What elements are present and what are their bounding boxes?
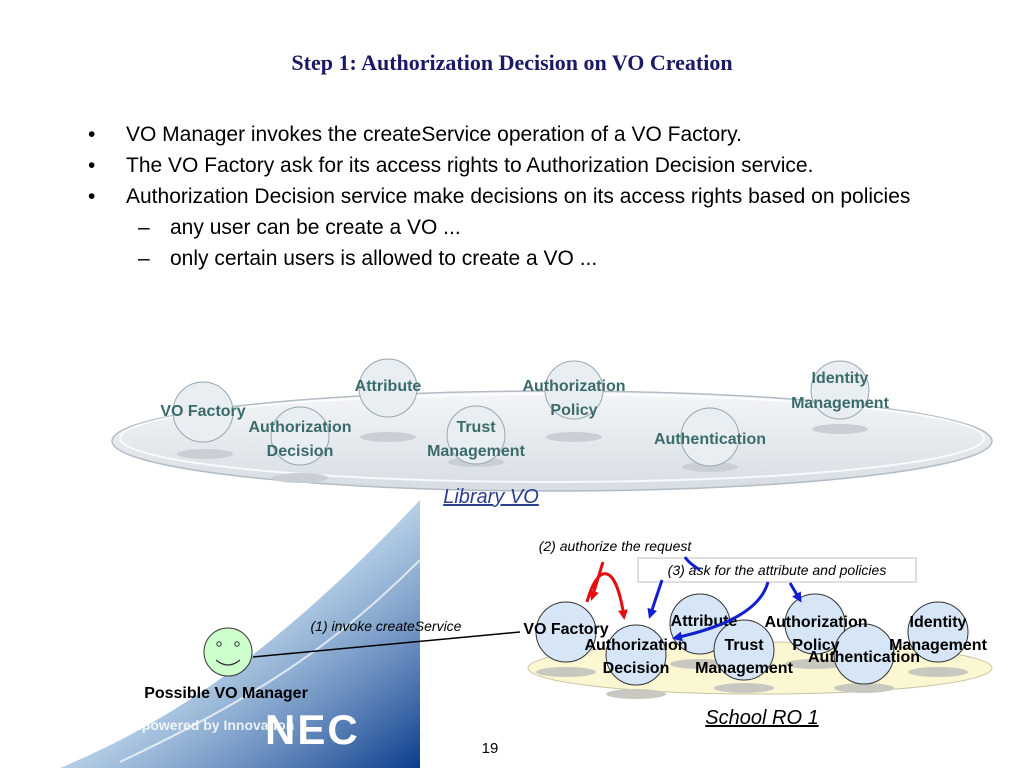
library-authentication-label: Authentication <box>654 431 766 448</box>
step3-label-box <box>637 557 917 583</box>
school-identity-label-2: Management <box>889 637 987 654</box>
vo-manager: Possible VO Manager <box>144 627 308 702</box>
library-trust-label-2: Management <box>427 443 525 460</box>
step3-arrow-blue-4 <box>683 556 701 572</box>
school-trust-node <box>713 619 775 681</box>
branding-tagline: Empowered by Innovation <box>120 717 294 733</box>
bullet-marker: • <box>88 123 96 146</box>
manager-label: Possible VO Manager <box>144 685 308 702</box>
bullet-item: • VO Manager invokes the createService op… <box>88 122 948 147</box>
node-shadow <box>272 473 328 483</box>
bullet-text: Authorization Decision service make deci… <box>126 185 911 208</box>
sub-bullet-marker: – <box>138 216 150 239</box>
library-authentication-node <box>680 407 740 467</box>
node-shadow <box>536 667 596 677</box>
bullet-item: • Authorization Decision service make dec… <box>88 184 948 209</box>
school-authz-decision-node <box>605 624 667 686</box>
branding-line <box>119 559 420 763</box>
node-shadow <box>546 432 602 442</box>
library-trust-node <box>446 405 506 465</box>
school-authentication-label: Authentication <box>808 649 920 666</box>
nec-logo: NEC <box>265 706 360 753</box>
library-trust-label-1: Trust <box>456 419 496 436</box>
arrows <box>252 556 802 658</box>
school-vo-factory-label: VO Factory <box>523 621 608 638</box>
school-ro-label: School RO 1 <box>705 707 818 729</box>
node-shadow <box>812 424 868 434</box>
step3-label: (3) ask for the attribute and policies <box>668 562 887 578</box>
step3-arrow-blue-2 <box>672 581 770 642</box>
bullet-text: VO Manager invokes the createService ope… <box>126 123 742 146</box>
school-identity-label-1: Identity <box>910 614 967 631</box>
sub-bullet-marker: – <box>138 247 150 270</box>
smiley-eye-left <box>216 641 222 647</box>
library-vo: VO Factory Attribute Authorization Polic… <box>111 358 993 508</box>
branding-swoosh <box>60 500 420 768</box>
sub-bullet-item: –any user can be create a VO ... <box>88 215 948 240</box>
sub-bullet-text: only certain users is allowed to create … <box>170 247 598 270</box>
library-authz-decision-label-2: Decision <box>267 443 334 460</box>
library-authz-policy-label-1: Authorization <box>522 378 625 395</box>
node-shadow <box>834 683 894 693</box>
bullet-text: The VO Factory ask for its access rights… <box>126 154 814 177</box>
node-shadow <box>908 667 968 677</box>
library-authz-policy-label-2: Policy <box>550 402 597 419</box>
node-shadow <box>682 462 738 472</box>
step3-arrow-blue-3 <box>788 582 802 603</box>
library-authz-decision-label-1: Authorization <box>248 419 351 436</box>
school-identity-node <box>907 601 969 663</box>
school-ro: VO Factory Attribute Authorization Polic… <box>523 593 993 730</box>
library-identity-label-1: Identity <box>812 370 869 387</box>
node-shadow <box>360 432 416 442</box>
school-authz-policy-label-1: Authorization <box>764 614 867 631</box>
smiley-mouth <box>215 659 241 666</box>
branding-panel: Empowered by Innovation NEC <box>60 500 420 768</box>
step1-arrow <box>252 631 521 658</box>
node-shadow <box>177 449 233 459</box>
library-vo-factory-node <box>172 381 234 443</box>
library-authz-policy-node <box>544 360 604 420</box>
school-authz-decision-label-1: Authorization <box>584 637 687 654</box>
school-trust-label-2: Management <box>695 660 793 677</box>
sub-bullet-text: any user can be create a VO ... <box>170 216 461 239</box>
sub-bullet-item: –only certain users is allowed to create… <box>88 246 948 271</box>
library-identity-label-2: Management <box>791 395 889 412</box>
node-shadow <box>714 683 774 693</box>
node-shadow <box>670 659 730 669</box>
step-annotations: (2) authorize the request (3) ask for th… <box>311 536 917 634</box>
node-shadow <box>606 689 666 699</box>
smiley-icon <box>203 627 253 677</box>
step1-label: (1) invoke createService <box>311 618 462 634</box>
step2-arrow-red-down <box>589 561 605 601</box>
step2-label: (2) authorize the request <box>539 538 693 554</box>
bullet-item: • The VO Factory ask for its access right… <box>88 153 948 178</box>
school-authz-policy-node <box>784 593 846 655</box>
library-authz-decision-node <box>270 406 330 466</box>
bullet-marker: • <box>88 185 96 208</box>
library-attribute-label: Attribute <box>355 378 422 395</box>
library-vo-label: Library VO <box>443 486 539 508</box>
school-authz-policy-label-2: Policy <box>792 637 839 654</box>
school-trust-label-1: Trust <box>724 637 764 654</box>
step3-arrow-blue-1 <box>647 579 664 619</box>
library-identity-node <box>810 360 870 420</box>
school-authz-decision-label-2: Decision <box>603 660 670 677</box>
node-shadow <box>785 659 845 669</box>
page-number: 19 <box>481 740 499 757</box>
bullet-marker: • <box>88 154 96 177</box>
bullet-list: • VO Manager invokes the createService op… <box>88 122 948 277</box>
smiley-eye-right <box>234 641 240 647</box>
slide-title: Step 1: Authorization Decision on VO Cre… <box>291 50 733 75</box>
school-vo-factory-node <box>535 601 597 663</box>
library-vo-factory-label: VO Factory <box>160 403 245 420</box>
school-authentication-node <box>833 623 895 685</box>
library-attribute-node <box>358 358 418 418</box>
step2-label-backdrop <box>516 536 714 556</box>
